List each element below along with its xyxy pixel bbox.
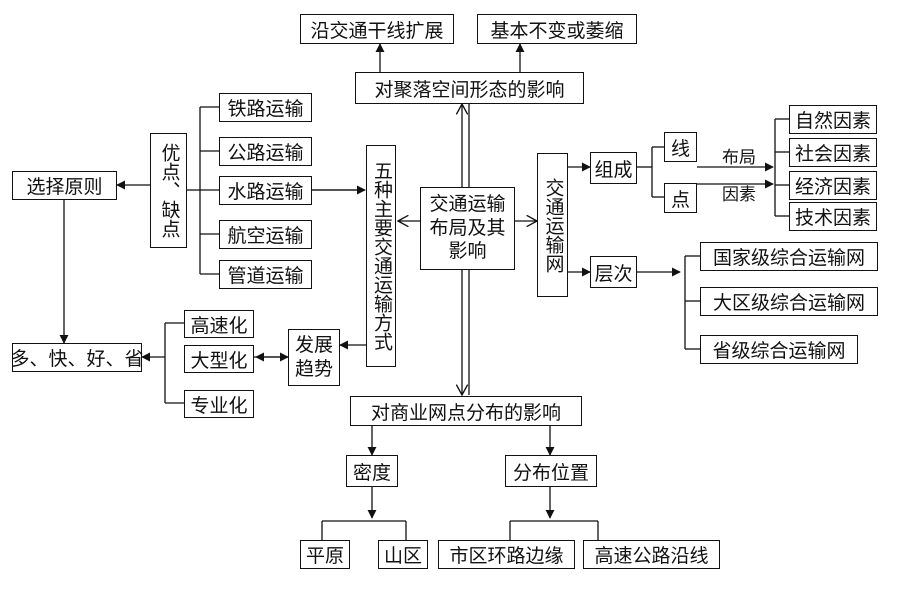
mode-water: 水路运输 bbox=[219, 176, 312, 205]
trend-highspeed: 高速化 bbox=[184, 310, 254, 338]
along-trunk-box: 沿交通干线扩展 bbox=[300, 14, 454, 44]
center-topic-box: 交通运输布局及其影响 bbox=[420, 187, 515, 270]
levels-box: 层次 bbox=[590, 256, 637, 288]
unchanged-shrink-box: 基本不变或萎缩 bbox=[477, 14, 637, 44]
network-title-box: 交通运输网 bbox=[537, 153, 568, 297]
settlement-effect-box: 对聚落空间形态的影响 bbox=[355, 72, 584, 104]
factor-technical: 技术因素 bbox=[789, 202, 877, 231]
modes-title-box: 五种主要交通运输方式 bbox=[366, 145, 396, 367]
density-box: 密度 bbox=[346, 455, 398, 487]
layout-label: 布局 bbox=[722, 148, 756, 168]
trend-box: 发展趋势 bbox=[288, 329, 340, 386]
position-expressway: 高速公路沿线 bbox=[583, 540, 720, 569]
factor-label: 因素 bbox=[722, 185, 756, 205]
position-ring-road: 市区环路边缘 bbox=[438, 540, 575, 569]
principle-box: 多、快、好、省 bbox=[11, 343, 144, 372]
composition-box: 组成 bbox=[590, 152, 637, 184]
factor-social: 社会因素 bbox=[789, 138, 877, 167]
position-box: 分布位置 bbox=[505, 455, 597, 487]
factor-economic: 经济因素 bbox=[789, 171, 877, 200]
trend-special: 专业化 bbox=[184, 390, 254, 418]
selection-principle-box: 选择原则 bbox=[12, 171, 117, 200]
density-mountain: 山区 bbox=[378, 540, 428, 569]
density-plain: 平原 bbox=[300, 540, 350, 569]
mode-air: 航空运输 bbox=[219, 220, 312, 249]
commerce-effect-box: 对商业网点分布的影响 bbox=[350, 396, 582, 426]
level-national: 国家级综合运输网 bbox=[700, 242, 878, 271]
factor-natural: 自然因素 bbox=[789, 105, 877, 134]
line-box: 线 bbox=[664, 132, 697, 162]
level-provincial: 省级综合运输网 bbox=[700, 335, 858, 364]
pros-cons-box: 优点、缺点 bbox=[150, 133, 187, 248]
mode-rail: 铁路运输 bbox=[219, 93, 312, 122]
mode-road: 公路运输 bbox=[219, 137, 312, 166]
trend-large: 大型化 bbox=[184, 345, 254, 373]
point-box: 点 bbox=[664, 183, 697, 213]
level-regional: 大区级综合运输网 bbox=[700, 287, 878, 316]
mode-pipeline: 管道运输 bbox=[219, 260, 312, 289]
